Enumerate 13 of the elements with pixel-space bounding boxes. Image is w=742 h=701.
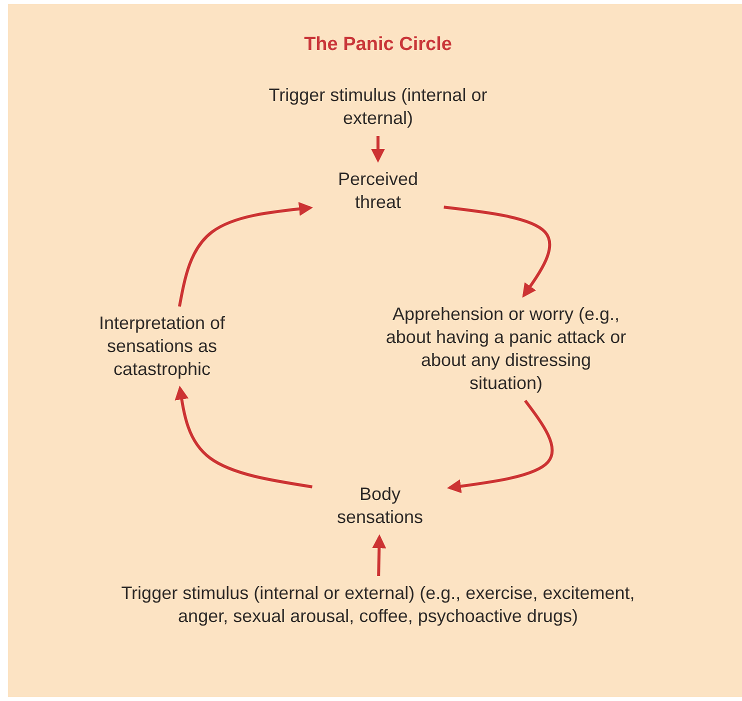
arrow [372, 534, 386, 576]
arrow [174, 386, 312, 488]
node-label: Trigger stimulus (internal or external) [268, 84, 488, 130]
diagram-title: The Panic Circle [303, 34, 453, 56]
node-label: Interpretation of sensations as catastrophic [98, 312, 226, 381]
arrow [371, 136, 385, 163]
arrow [444, 206, 552, 298]
arrow [178, 202, 314, 307]
node-label: Apprehension or worry (e.g., about having a panic attack or about any distressing situation) [384, 303, 628, 395]
node-label: Trigger stimulus (internal or external) (e.g., exercise, excitement, anger, sexual arousal, coffee, psychoactive drugs) [120, 582, 636, 628]
node-label: Body sensations [336, 483, 424, 529]
arrow [446, 400, 554, 494]
node-label: Perceived threat [336, 168, 420, 214]
